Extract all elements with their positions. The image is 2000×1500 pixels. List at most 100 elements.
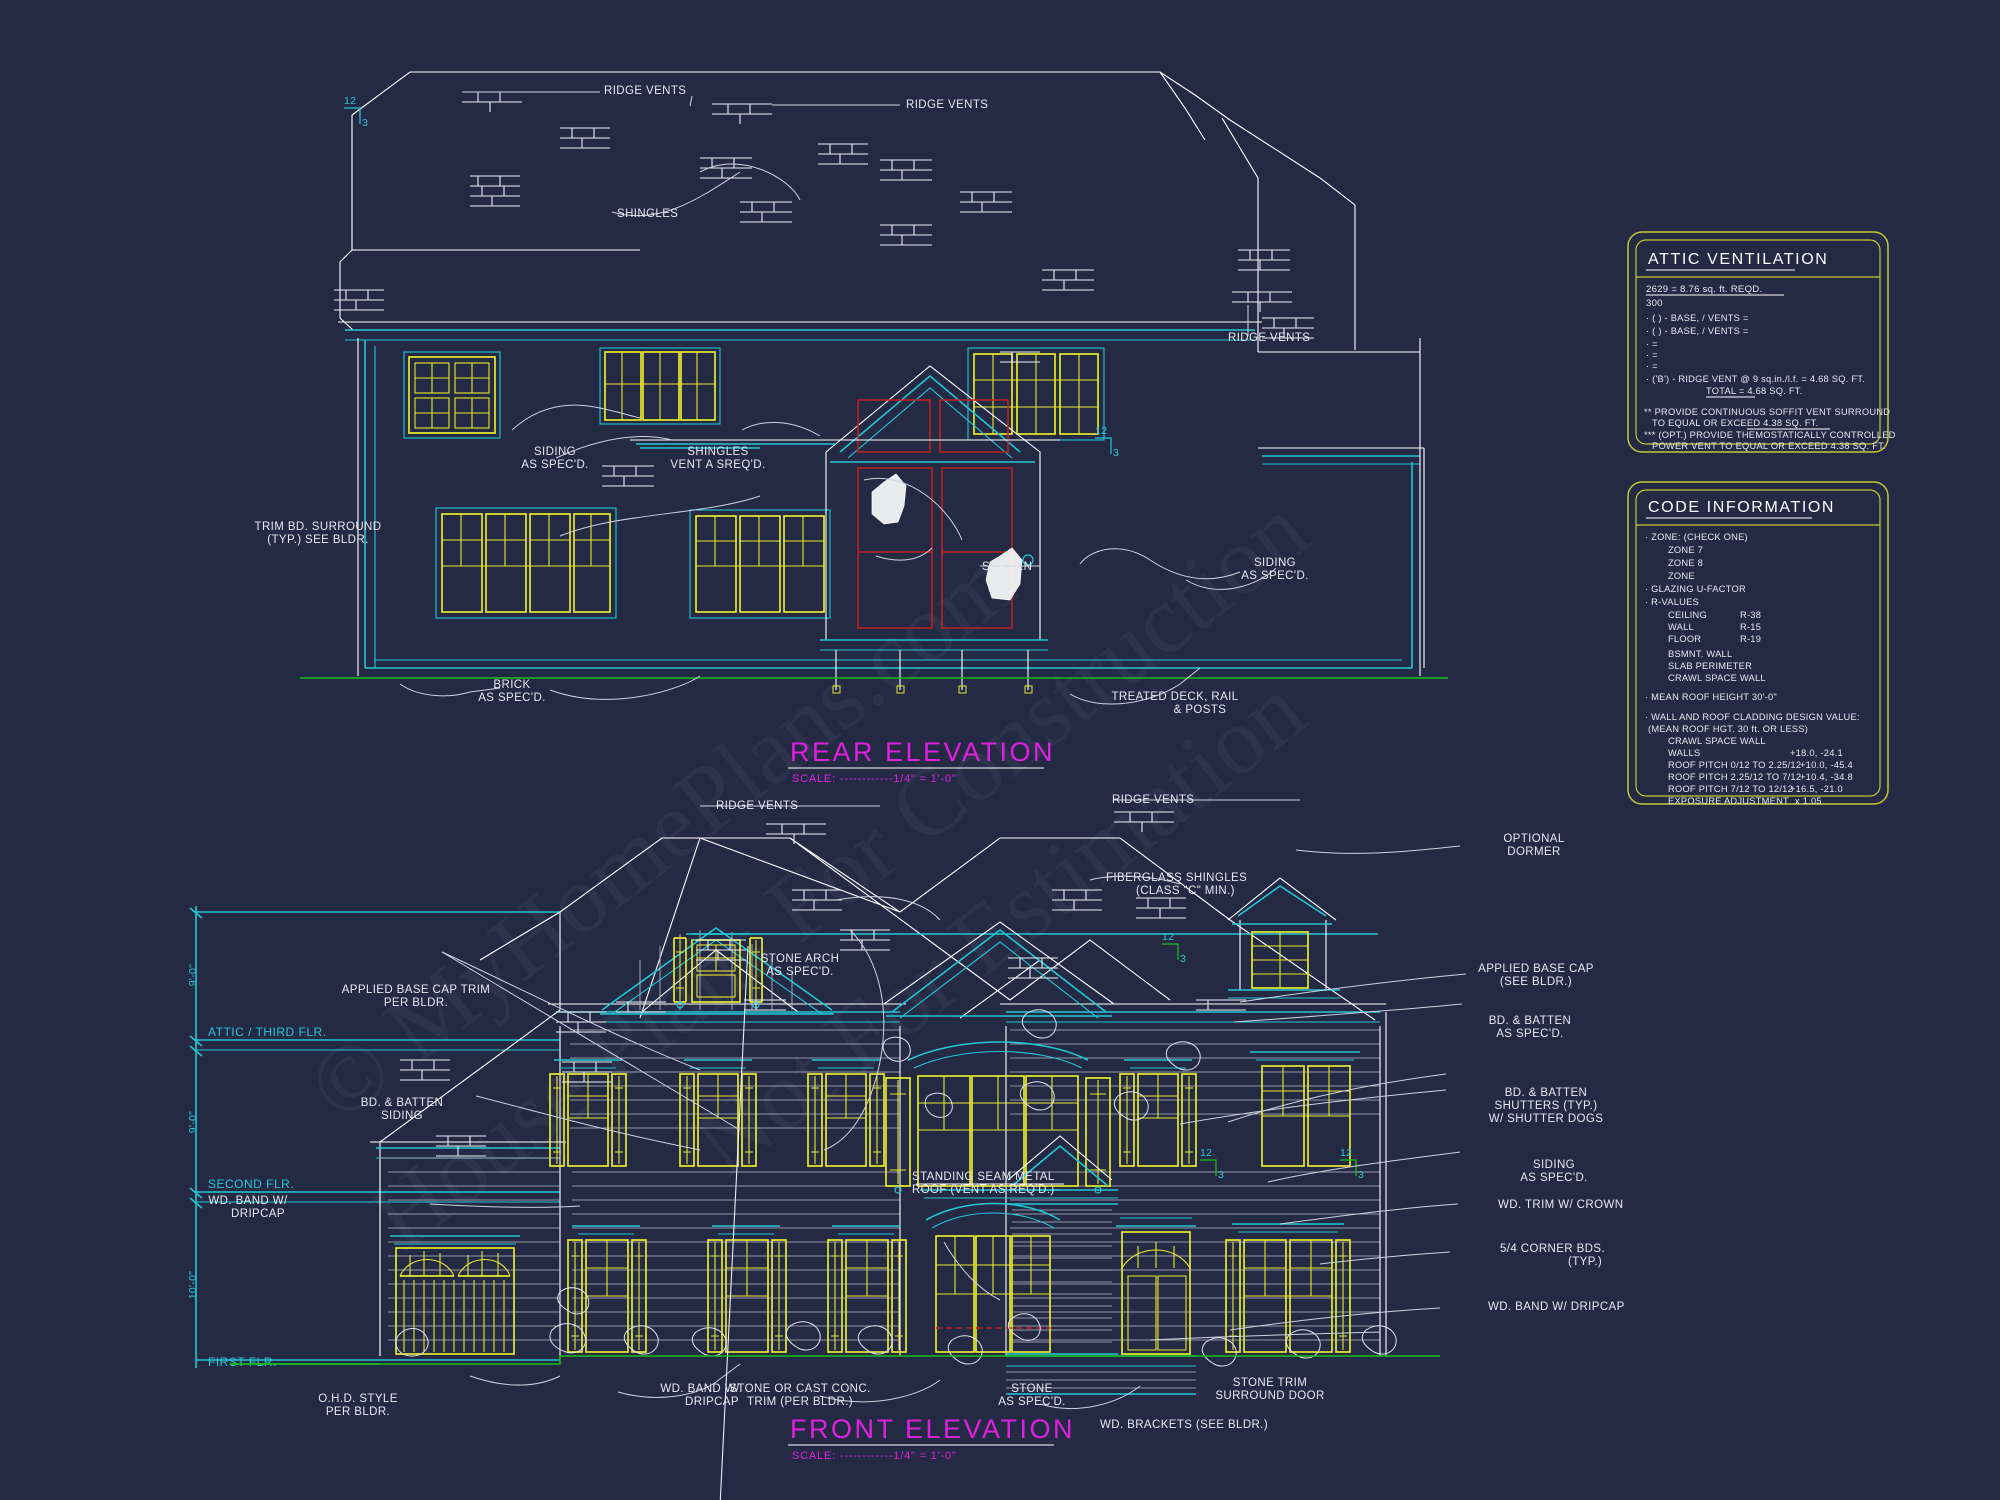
front-level-lines: ATTIC / THIRD FLR. SECOND FLR. FIRST FLR…: [187, 906, 560, 1369]
svg-text:3: 3: [1180, 953, 1186, 965]
attic-ventilation-row-2: · =: [1646, 339, 1658, 349]
anno-treated-deck-2: & POSTS: [1174, 704, 1227, 716]
front-brick-hatch: [400, 889, 1246, 1500]
rear-pitch-marker: 12 3: [344, 95, 368, 129]
code-item-0: · ZONE: (CHECK ONE): [1645, 532, 1748, 542]
anno-wd-band-left-1: WD. BAND W/: [208, 1195, 288, 1207]
code-item-7: WALL: [1668, 622, 1694, 632]
front-leader-lines: [429, 799, 1467, 1410]
code-value-19: +16.5, -21.0: [1790, 784, 1843, 794]
front-elevation-title: FRONT ELEVATION SCALE: ------------1/4" …: [788, 1414, 1073, 1462]
anno-applied-base-cap-trim-1: APPLIED BASE CAP TRIM: [342, 984, 491, 996]
anno-corner-bds-2: (TYP.): [1568, 1256, 1602, 1268]
window: [599, 347, 721, 425]
anno-wd-trim-crown: WD. TRIM W/ CROWN: [1498, 1199, 1623, 1211]
code-item-11: CRAWL SPACE WALL: [1668, 673, 1766, 683]
front-second-floor-windows-left: [549, 1059, 885, 1167]
attic-ventilation-row-4: · =: [1646, 361, 1658, 371]
anno-stone-spec-2: AS SPEC'D.: [998, 1396, 1066, 1408]
level-second-flr: SECOND FLR.: [208, 1177, 294, 1191]
anno-siding-spec-1: SIDING: [1533, 1159, 1575, 1171]
code-value-20: x 1.05: [1795, 796, 1822, 806]
code-item-5: · R-VALUES: [1645, 597, 1699, 607]
front-bay-window: [885, 1041, 1111, 1194]
code-information-inner-border: [1635, 489, 1881, 797]
front-pitch-marker-1: 12 3: [1162, 931, 1186, 965]
code-value-6: R-38: [1740, 610, 1761, 620]
front-center-gable: [883, 921, 1115, 1019]
dim-second: 9'-0": [187, 1111, 199, 1133]
anno-siding-right-2: AS SPEC'D.: [1241, 570, 1309, 582]
code-item-16: WALLS: [1668, 748, 1700, 758]
anno-applied-base-cap-1: APPLIED BASE CAP: [1478, 963, 1594, 975]
anno-f-ridge-vents-left: RIDGE VENTS: [716, 800, 798, 812]
rear-window-group-upper: [403, 347, 1105, 441]
code-information-title: CODE INFORMATION: [1648, 499, 1835, 516]
code-item-15: CRAWL SPACE WALL: [1668, 736, 1766, 746]
garage-door: [390, 1235, 520, 1355]
front-eaves: [370, 1003, 1386, 1159]
anno-brick-2: AS SPEC'D.: [478, 692, 546, 704]
svg-text:12: 12: [1095, 425, 1107, 437]
window: [403, 351, 501, 439]
rear-title-text: REAR ELEVATION: [790, 737, 1055, 767]
attic-ventilation-title: ATTIC VENTILATION: [1648, 251, 1828, 268]
front-annotation-labels: RIDGE VENTS RIDGE VENTS OPTIONAL DORMER …: [208, 794, 1624, 1431]
code-item-2: ZONE 8: [1668, 558, 1703, 568]
anno-stone-spec-1: STONE: [1011, 1383, 1052, 1395]
dim-first: 10'-0": [187, 1271, 199, 1300]
code-item-8: FLOOR: [1668, 634, 1701, 644]
code-value-7: R-15: [1740, 622, 1761, 632]
anno-f-ridge-vents-right: RIDGE VENTS: [1112, 794, 1194, 806]
window: [435, 507, 617, 619]
front-title-scale: SCALE: ------------1/4" = 1'-0": [792, 1450, 957, 1462]
anno-wd-band-right: WD. BAND W/ DRIPCAP: [1488, 1301, 1625, 1313]
rear-main-wall: [357, 338, 1421, 676]
svg-text:12: 12: [1200, 1147, 1212, 1159]
code-item-17: ROOF PITCH 0/12 TO 2.25/12: [1668, 760, 1801, 770]
attic-ventilation-note1-l2: TO EQUAL OR EXCEED 4.38 SQ. FT.: [1652, 418, 1818, 428]
svg-text:12: 12: [1340, 1147, 1352, 1159]
anno-bd-batten-siding-1: BD. & BATTEN: [361, 1097, 444, 1109]
code-item-13: · WALL AND ROOF CLADDING DESIGN VALUE:: [1645, 712, 1860, 722]
svg-text:3: 3: [362, 117, 368, 129]
anno-shutters-2: SHUTTERS (TYP.): [1495, 1100, 1598, 1112]
code-item-19: ROOF PITCH 7/12 TO 12/12: [1668, 784, 1793, 794]
anno-wd-band-mid-1: WD. BAND W/: [660, 1383, 740, 1395]
code-item-14: (MEAN ROOF HGT. 30 ft. OR LESS): [1648, 724, 1808, 734]
anno-optional-dormer-1: OPTIONAL: [1503, 833, 1565, 845]
svg-text:12: 12: [344, 95, 356, 107]
svg-text:3: 3: [1218, 1169, 1224, 1181]
attic-ventilation-row-0: · ( ) - BASE, / VENTS =: [1646, 313, 1749, 323]
code-information-outer-border: [1627, 481, 1889, 805]
rear-window-group-lower: [435, 507, 831, 619]
attic-ventilation-outer-border: [1627, 231, 1889, 453]
front-pitch-marker-3: 12 3: [1340, 1147, 1364, 1181]
anno-corner-bds-1: 5/4 CORNER BDS.: [1500, 1243, 1605, 1255]
anno-siding-left-2: AS SPEC'D.: [521, 459, 589, 471]
front-roof-outline: [379, 837, 1376, 1356]
anno-ridge-vents-1: RIDGE VENTS: [604, 85, 686, 97]
front-first-floor-windows: [567, 1202, 1351, 1353]
anno-brick-1: BRICK: [493, 679, 530, 691]
anno-stone-trim-1: STONE TRIM: [1233, 1377, 1308, 1389]
code-item-4: · GLAZING U-FACTOR: [1645, 584, 1746, 594]
anno-wd-band-left-2: DRIPCAP: [231, 1208, 285, 1220]
front-ridge-vent-symbols: [766, 811, 1174, 844]
rear-annotation-labels: RIDGE VENTS RIDGE VENTS RIDGE VENTS SHIN…: [255, 85, 1310, 716]
attic-ventilation-row-1: · ( ) - BASE, / VENTS =: [1646, 326, 1749, 336]
attic-ventilation-note1-l1: ** PROVIDE CONTINUOUS SOFFIT VENT SURROU…: [1644, 407, 1890, 417]
rear-brick-hatch: [334, 127, 1314, 487]
anno-trim-bd-1: TRIM BD. SURROUND: [255, 521, 382, 533]
attic-ventilation-formula-den: 300: [1646, 298, 1663, 309]
anno-screen: SCREEN: [982, 561, 1032, 573]
anno-ridge-vents-3: RIDGE VENTS: [1228, 332, 1310, 344]
front-second-floor-windows-right: [1119, 1051, 1360, 1167]
anno-bd-batten-spec-2: AS SPEC'D.: [1496, 1028, 1564, 1040]
anno-standing-seam-2: ROOF (VENT AS REQ'D.): [912, 1184, 1055, 1196]
front-wall-edges: [379, 1012, 1387, 1356]
